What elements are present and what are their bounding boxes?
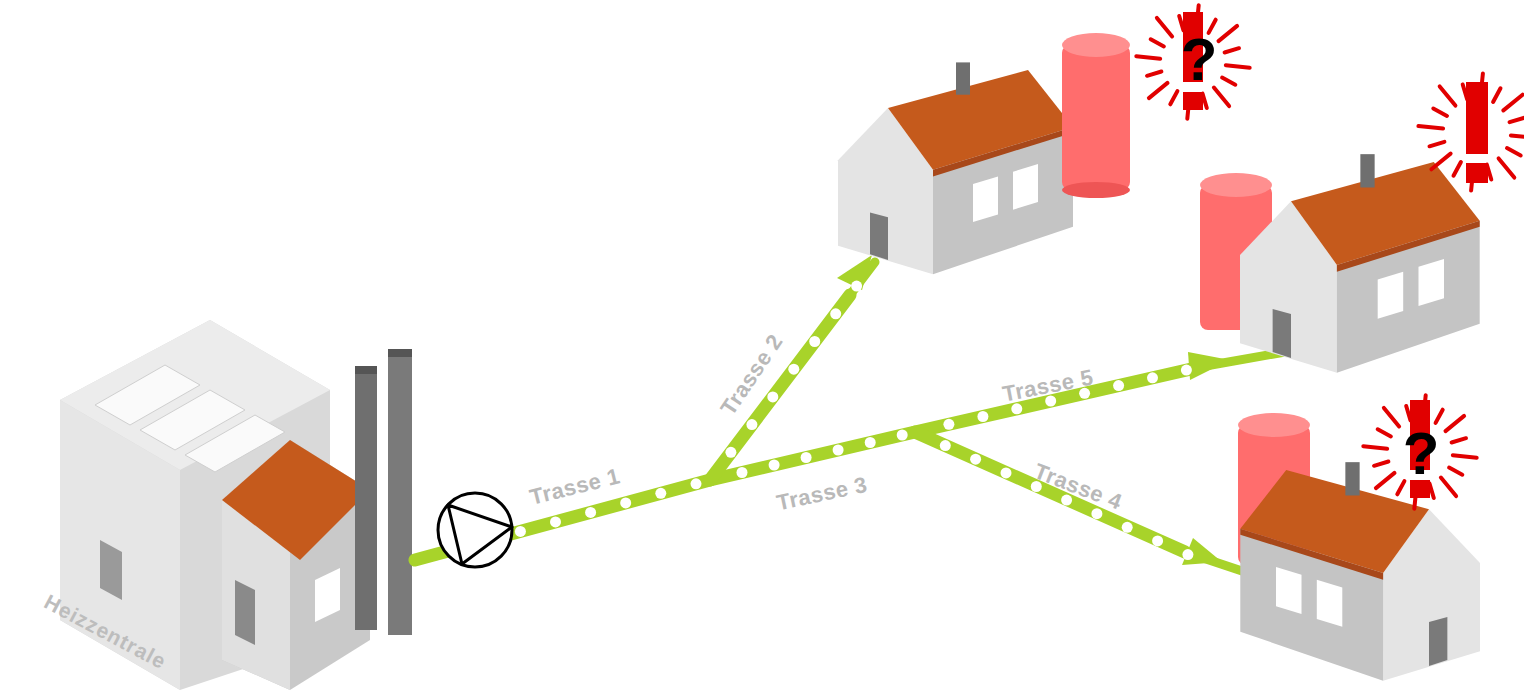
flow-dots — [515, 281, 1194, 560]
flow-dot — [970, 454, 981, 465]
warning-ray — [1423, 395, 1425, 419]
flow-dot — [809, 336, 820, 347]
flow-dot — [1147, 372, 1158, 383]
warning-ray — [1511, 135, 1524, 138]
warning-ray — [1179, 16, 1183, 30]
warning-ray — [1214, 88, 1229, 107]
warning-ray — [1151, 39, 1164, 46]
warning-ray — [1170, 91, 1177, 104]
warning-ray — [1378, 429, 1391, 436]
flow-dot — [746, 419, 757, 430]
warning-ray — [1376, 473, 1395, 488]
route-label: Trasse 3 — [774, 472, 869, 517]
warning-ray — [1499, 158, 1515, 177]
warning-ray — [1433, 109, 1447, 116]
flow-dot — [655, 488, 666, 499]
flow-dot — [897, 430, 908, 441]
warning-ray — [1452, 438, 1466, 442]
pump-symbol — [438, 493, 512, 567]
warning-ray — [1453, 455, 1477, 457]
flow-dot — [691, 478, 702, 489]
warning-ray — [1187, 95, 1189, 119]
warning-ray — [1431, 154, 1450, 170]
house-3 — [1238, 413, 1480, 681]
warning-ray — [1136, 56, 1160, 58]
question-mark: ? — [1403, 424, 1440, 484]
warning-ray — [1480, 73, 1483, 98]
flow-dot — [1182, 549, 1193, 560]
warning-ray — [1418, 126, 1443, 129]
warning-ray — [1430, 484, 1434, 498]
flow-dot — [725, 447, 736, 458]
flow-dot — [943, 419, 954, 430]
flow-dot — [767, 391, 778, 402]
warning-ray — [1510, 118, 1524, 123]
flow-dot — [833, 445, 844, 456]
route-label: Trasse 2 — [715, 330, 788, 421]
flow-dot — [865, 437, 876, 448]
pipe-network — [415, 262, 1285, 572]
warning-ray — [1226, 65, 1250, 67]
flow-dot — [851, 281, 862, 292]
warning-ray — [1440, 86, 1456, 105]
warning-ray — [1149, 83, 1168, 98]
warning-ray — [1147, 72, 1161, 76]
flow-arrowheads — [837, 255, 1230, 565]
question-mark: ? — [1181, 30, 1218, 90]
flow-dot — [1152, 535, 1163, 546]
warning-ray — [1487, 165, 1492, 180]
flow-dot — [830, 308, 841, 319]
warning-ray — [1157, 18, 1172, 37]
warning-ray — [1225, 48, 1239, 52]
flow-dot — [585, 507, 596, 518]
warning-icons — [1136, 5, 1524, 508]
warning-ray — [1441, 478, 1456, 497]
flow-dot — [788, 364, 799, 375]
warning-ray — [1406, 406, 1410, 420]
warning-ray — [1203, 94, 1207, 108]
house-1 — [838, 33, 1130, 274]
warning-ray — [1493, 88, 1500, 102]
flow-dot — [1113, 380, 1124, 391]
warning-ray — [1463, 85, 1468, 100]
warning-ray — [1471, 166, 1474, 191]
flow-dot — [977, 411, 988, 422]
warning-ray — [1436, 410, 1443, 423]
flow-dot — [1001, 467, 1012, 478]
warning-ray — [1363, 446, 1387, 448]
flow-dot — [1122, 522, 1133, 533]
warning-ray — [1414, 485, 1416, 509]
warning-ray — [1222, 78, 1235, 85]
flow-dot — [515, 526, 526, 537]
warning-ray — [1374, 462, 1388, 466]
warning-ray — [1507, 148, 1521, 155]
warning-ray — [1449, 468, 1462, 475]
flow-dot — [769, 460, 780, 471]
warning-ray — [1384, 408, 1399, 427]
flow-dot — [620, 497, 631, 508]
warning-ray — [1454, 162, 1461, 176]
warning-ray — [1430, 142, 1445, 147]
warning-ray — [1219, 26, 1238, 41]
house-2 — [1200, 154, 1480, 373]
flow-dot — [737, 467, 748, 478]
flow-dot — [1181, 365, 1192, 376]
flow-dot — [940, 440, 951, 451]
flow-dot — [801, 452, 812, 463]
warning-ray — [1196, 5, 1198, 29]
warning-ray — [1503, 95, 1522, 111]
flow-dot — [550, 516, 561, 527]
warning-ray — [1446, 416, 1465, 431]
